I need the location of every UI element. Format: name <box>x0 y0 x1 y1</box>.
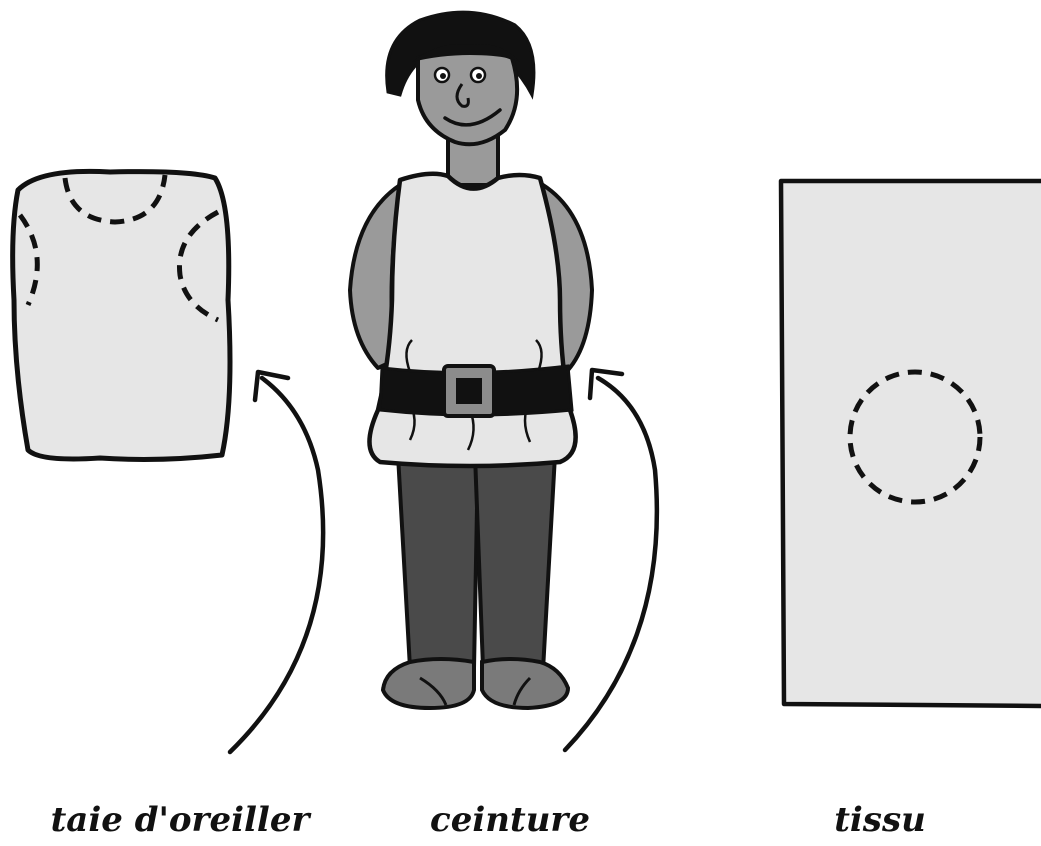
pillowcase-left-armhole <box>17 213 40 307</box>
arrow-pillowcase <box>227 369 326 755</box>
belt-buckle-hole <box>456 378 482 404</box>
pillowcase-tunic <box>10 168 233 462</box>
pillowcase-right-armhole <box>176 209 220 323</box>
person-figure <box>348 10 594 711</box>
arrow-belt-head <box>587 367 625 401</box>
arrow-pillowcase-head <box>252 369 291 403</box>
nose <box>455 83 470 108</box>
left-shoe-line <box>419 676 448 706</box>
right-pupil <box>476 73 482 79</box>
right-trouser-leg <box>473 453 557 672</box>
pillowcase-shape <box>10 168 233 462</box>
left-pupil <box>440 73 446 79</box>
face <box>416 47 520 147</box>
caption-belt: ceinture <box>430 800 590 840</box>
arrow-pillowcase-line <box>227 375 326 755</box>
hair-fringe <box>412 44 520 62</box>
fabric-circle-cut <box>847 369 983 505</box>
pillowcase-neck-cut <box>62 174 168 225</box>
caption-fabric: tissu <box>834 800 926 840</box>
fabric-piece <box>778 178 1041 709</box>
left-trouser-leg <box>396 453 480 670</box>
arrow-belt-line <box>562 375 660 753</box>
smile <box>443 108 502 127</box>
right-shoe-line <box>512 676 532 706</box>
tunic-gather-left <box>405 339 413 373</box>
caption-pillowcase: taie d'oreiller <box>50 800 310 840</box>
arrow-belt <box>562 367 660 753</box>
fabric-rect <box>778 178 1041 709</box>
